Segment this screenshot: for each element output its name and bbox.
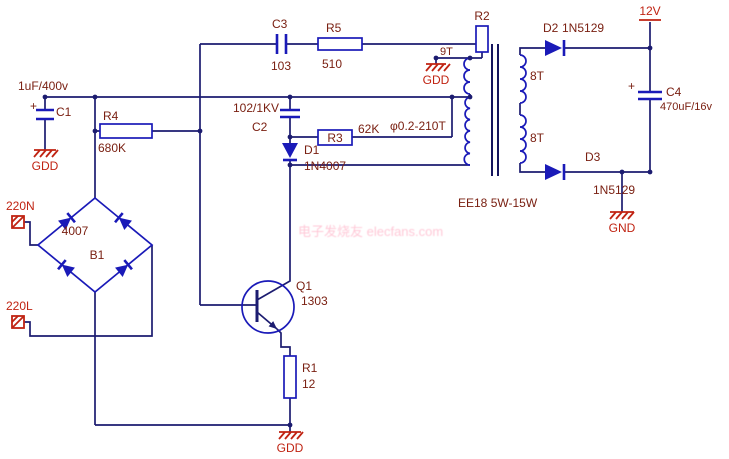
transformer-primary-winding [463, 96, 471, 166]
watermark: 电子发烧友 elecfans.com [298, 224, 443, 239]
r2-ref-label: R2 [474, 9, 490, 23]
resistor-r3: R3 62K [317, 122, 379, 146]
diode-d2: D2 1N5129 [543, 21, 604, 56]
diode-d3: D3 1N5129 [545, 150, 635, 197]
d3-ref-label: D3 [585, 150, 601, 164]
capacitor-c4: + C4 470uF/16v [628, 79, 712, 113]
terminal-icon [11, 315, 25, 329]
bridge-diode [115, 259, 133, 277]
capacitor-c3: C3 103 [271, 17, 291, 73]
c2-value-label: 102/1KV [233, 101, 279, 115]
gdd-label: GDD [423, 73, 450, 87]
gdd-label: GDD [32, 159, 59, 173]
r5-value-label: 510 [322, 57, 342, 71]
ac-input-neutral: 220N [6, 199, 35, 229]
transformer: 9T 8T 8T EE18 5W-15W [440, 44, 545, 210]
junction-dots [42, 45, 653, 428]
transformer-core [491, 44, 499, 176]
wires [24, 22, 651, 432]
c2-ref-label: C2 [252, 120, 268, 134]
q1-value-label: 1303 [301, 294, 328, 308]
emitter-arrow [268, 321, 277, 329]
terminal-icon [11, 215, 25, 229]
transformer-secondary-top-winding [519, 54, 527, 104]
r1-value-label: 12 [302, 377, 316, 391]
gdd-label: GDD [277, 441, 304, 455]
r5-ref-label: R5 [326, 21, 342, 35]
aux-turns-label: 9T [440, 46, 453, 58]
c3-value-label: 103 [271, 59, 291, 73]
d3-value-label: 1N5129 [593, 183, 635, 197]
c1-value-label: 1uF/400v [18, 79, 68, 93]
r4-ref-label: R4 [103, 109, 119, 123]
ac-input-live: 220L [6, 299, 33, 329]
gnd-label: GND [609, 221, 636, 235]
output-ground: GND [609, 211, 636, 235]
d2-value-label: 1N5129 [562, 21, 604, 35]
secondary-bottom-turns-label: 8T [530, 131, 545, 145]
d1-value-label: 1N4007 [304, 159, 346, 173]
q1-ref-label: Q1 [296, 279, 312, 293]
capacitor-c2: 102/1KV C2 [233, 101, 300, 134]
b1-value-label: 4007 [62, 224, 89, 238]
c3-ref-label: C3 [272, 17, 288, 31]
b1-ref-label: B1 [90, 248, 105, 262]
transformer-primary-wire-label: φ0.2-210T [390, 119, 446, 133]
bridge-rectifier-b1: 4007 B1 [36, 196, 154, 294]
transistor-q1: Q1 1303 [241, 279, 328, 334]
220n-label: 220N [6, 199, 35, 213]
transformer-core-label: EE18 5W-15W [458, 196, 538, 210]
capacitor-c1: 1uF/400v + C1 [18, 79, 72, 121]
bridge-diode [58, 212, 76, 230]
primary-ground-emitter: GDD [277, 431, 304, 455]
bridge-diode [57, 259, 75, 277]
r3-ref-label: R3 [327, 131, 343, 145]
c1-ref-label: C1 [56, 105, 72, 119]
bridge-diode [114, 212, 132, 230]
diode-d1: D1 1N4007 [282, 143, 346, 173]
output-voltage-label: 12V [639, 4, 660, 18]
r3-value-label: 62K [358, 122, 379, 136]
transformer-aux-winding [463, 57, 471, 95]
220l-label: 220L [6, 299, 33, 313]
resistor-r2: R2 [474, 9, 490, 53]
c4-ref-label: C4 [666, 85, 682, 99]
resistor-r4: R4 680K [98, 109, 153, 155]
c4-value-label: 470uF/16v [660, 101, 712, 113]
primary-ground-aux: GDD [423, 63, 451, 87]
resistor-r5: R5 510 [317, 21, 363, 71]
r1-ref-label: R1 [302, 361, 318, 375]
resistor-r1: R1 12 [283, 355, 318, 399]
d2-ref-label: D2 [543, 21, 559, 35]
output-12v-terminal: 12V [639, 4, 661, 21]
r4-value-label: 680K [98, 141, 126, 155]
transformer-secondary-bottom-winding [519, 114, 527, 164]
c4-polarity: + [628, 79, 635, 93]
primary-ground-c1: GDD [32, 149, 59, 173]
c1-polarity: + [30, 99, 37, 113]
d1-ref-label: D1 [304, 143, 320, 157]
secondary-top-turns-label: 8T [530, 69, 545, 83]
